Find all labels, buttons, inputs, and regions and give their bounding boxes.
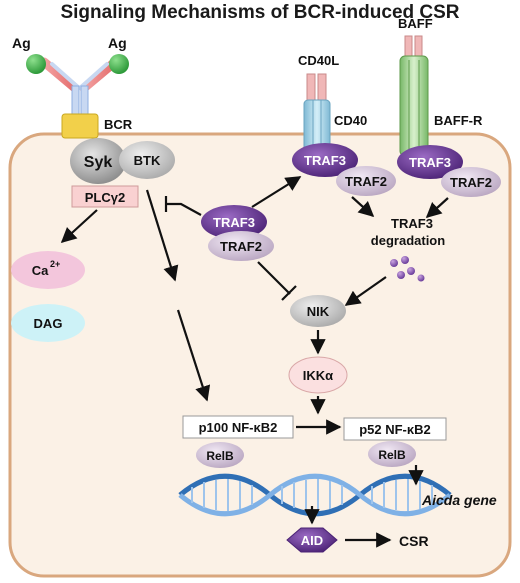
aid-label: AID xyxy=(301,533,323,548)
inhibit-traf3-to-nik-bar xyxy=(281,285,297,301)
btk-label: BTK xyxy=(134,153,161,168)
ag-right-label: Ag xyxy=(108,35,127,51)
traf3-baffr-node xyxy=(397,145,463,179)
cd40l-ligand xyxy=(306,73,327,103)
bcr-label: BCR xyxy=(104,117,133,132)
aid-shape xyxy=(286,527,338,553)
arrow-plcg2-to-ca xyxy=(60,209,98,244)
p100-box xyxy=(182,415,294,439)
baff-label: BAFF xyxy=(398,16,433,31)
cd40l-label: CD40L xyxy=(298,53,339,68)
arrow-traf3-to-cd40 xyxy=(251,176,302,208)
arrow-baffr-to-degradation xyxy=(425,197,449,219)
ikka-node xyxy=(288,356,348,394)
nik-node xyxy=(290,295,346,327)
traf3-degradation-line1: TRAF3 xyxy=(391,216,433,231)
csr-label: CSR xyxy=(399,533,429,549)
p52-box xyxy=(343,417,447,441)
syk-node xyxy=(70,138,126,184)
traf3-cd40-label: TRAF3 xyxy=(304,153,346,168)
ca-label: Ca xyxy=(32,263,49,278)
relb-left-node xyxy=(196,442,244,468)
syk-label: Syk xyxy=(84,154,113,171)
p52-label: p52 NF-κB2 xyxy=(359,422,431,437)
dag-node xyxy=(11,304,85,342)
traf2-baffr-node xyxy=(441,167,501,197)
relb-right-node xyxy=(368,441,416,467)
traf3-degradation-line2: degradation xyxy=(371,233,445,248)
btk-node xyxy=(119,141,175,179)
arrow-btk-to-p100-upper xyxy=(145,189,179,282)
traf2-cd40-label: TRAF2 xyxy=(345,174,387,189)
baff-r-receptor xyxy=(399,55,429,157)
arrow-degradation-to-nik xyxy=(344,276,387,306)
relb-right-label: RelB xyxy=(378,448,406,462)
ag-left-label: Ag xyxy=(12,35,31,51)
traf3-baffr-label: TRAF3 xyxy=(409,155,451,170)
traf3-mid-label: TRAF3 xyxy=(213,215,255,230)
inhibit-traf3-to-btk xyxy=(166,202,202,216)
plcg2-box xyxy=(71,185,139,208)
antigen-right xyxy=(109,54,129,74)
bcr-receptor xyxy=(39,57,120,139)
inhibit-traf3-to-nik xyxy=(257,261,291,295)
cd40-label: CD40 xyxy=(334,113,367,128)
ca-node xyxy=(11,251,85,289)
nik-label: NIK xyxy=(307,304,330,319)
traf2-mid-node xyxy=(208,231,274,261)
ikka-label: IKKα xyxy=(303,368,333,383)
dag-label: DAG xyxy=(34,316,63,331)
ca-superscript: 2+ xyxy=(50,259,60,269)
relb-left-label: RelB xyxy=(206,449,234,463)
baff-ligand xyxy=(404,35,423,59)
aicda-gene-label: Aicda gene xyxy=(421,492,497,508)
traf2-baffr-label: TRAF2 xyxy=(450,175,492,190)
baff-r-label: BAFF-R xyxy=(434,113,483,128)
traf3-mid-node xyxy=(201,205,267,239)
arrow-cd40-to-degradation xyxy=(351,196,375,218)
traf2-mid-label: TRAF2 xyxy=(220,239,262,254)
antigen-left xyxy=(26,54,46,74)
arrow-btk-to-p100-lower xyxy=(176,309,211,402)
p100-label: p100 NF-κB2 xyxy=(199,420,278,435)
diagram-title: Signaling Mechanisms of BCR-induced CSR xyxy=(60,2,460,23)
traf3-cd40-node xyxy=(292,143,358,177)
traf2-cd40-node xyxy=(336,166,396,196)
degradation-fragments xyxy=(390,256,425,282)
plcg2-label: PLCγ2 xyxy=(85,190,125,205)
